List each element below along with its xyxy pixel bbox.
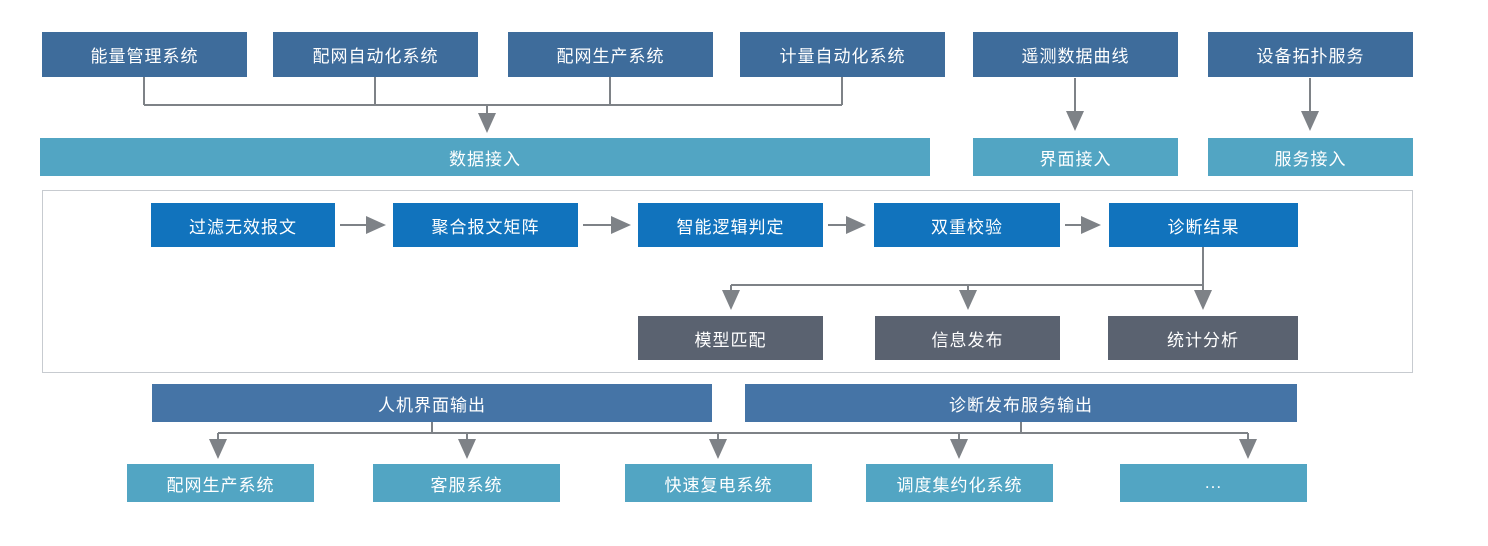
source-metering-automation: 计量自动化系统: [740, 32, 945, 77]
access-data: 数据接入: [40, 138, 930, 176]
analysis-statistics: 统计分析: [1108, 316, 1298, 360]
step-intelligent-logic-judgment: 智能逻辑判定: [638, 203, 823, 247]
analysis-info-publish: 信息发布: [875, 316, 1060, 360]
target-more: ...: [1120, 464, 1307, 502]
target-distribution-production: 配网生产系统: [127, 464, 314, 502]
output-hmi: 人机界面输出: [152, 384, 712, 422]
analysis-model-matching: 模型匹配: [638, 316, 823, 360]
step-diagnosis-result: 诊断结果: [1109, 203, 1298, 247]
access-ui: 界面接入: [973, 138, 1178, 176]
target-customer-service: 客服系统: [373, 464, 560, 502]
source-distribution-production: 配网生产系统: [508, 32, 713, 77]
source-distribution-automation: 配网自动化系统: [273, 32, 478, 77]
access-service: 服务接入: [1208, 138, 1413, 176]
source-device-topology-service: 设备拓扑服务: [1208, 32, 1413, 77]
step-filter-invalid-messages: 过滤无效报文: [151, 203, 335, 247]
output-diagnosis-service: 诊断发布服务输出: [745, 384, 1297, 422]
source-telemetry-data-curve: 遥测数据曲线: [973, 32, 1178, 77]
step-aggregate-message-matrix: 聚合报文矩阵: [393, 203, 578, 247]
source-energy-management: 能量管理系统: [42, 32, 247, 77]
target-fast-restoration: 快速复电系统: [625, 464, 812, 502]
target-dispatch-centralization: 调度集约化系统: [866, 464, 1053, 502]
step-double-verification: 双重校验: [874, 203, 1060, 247]
